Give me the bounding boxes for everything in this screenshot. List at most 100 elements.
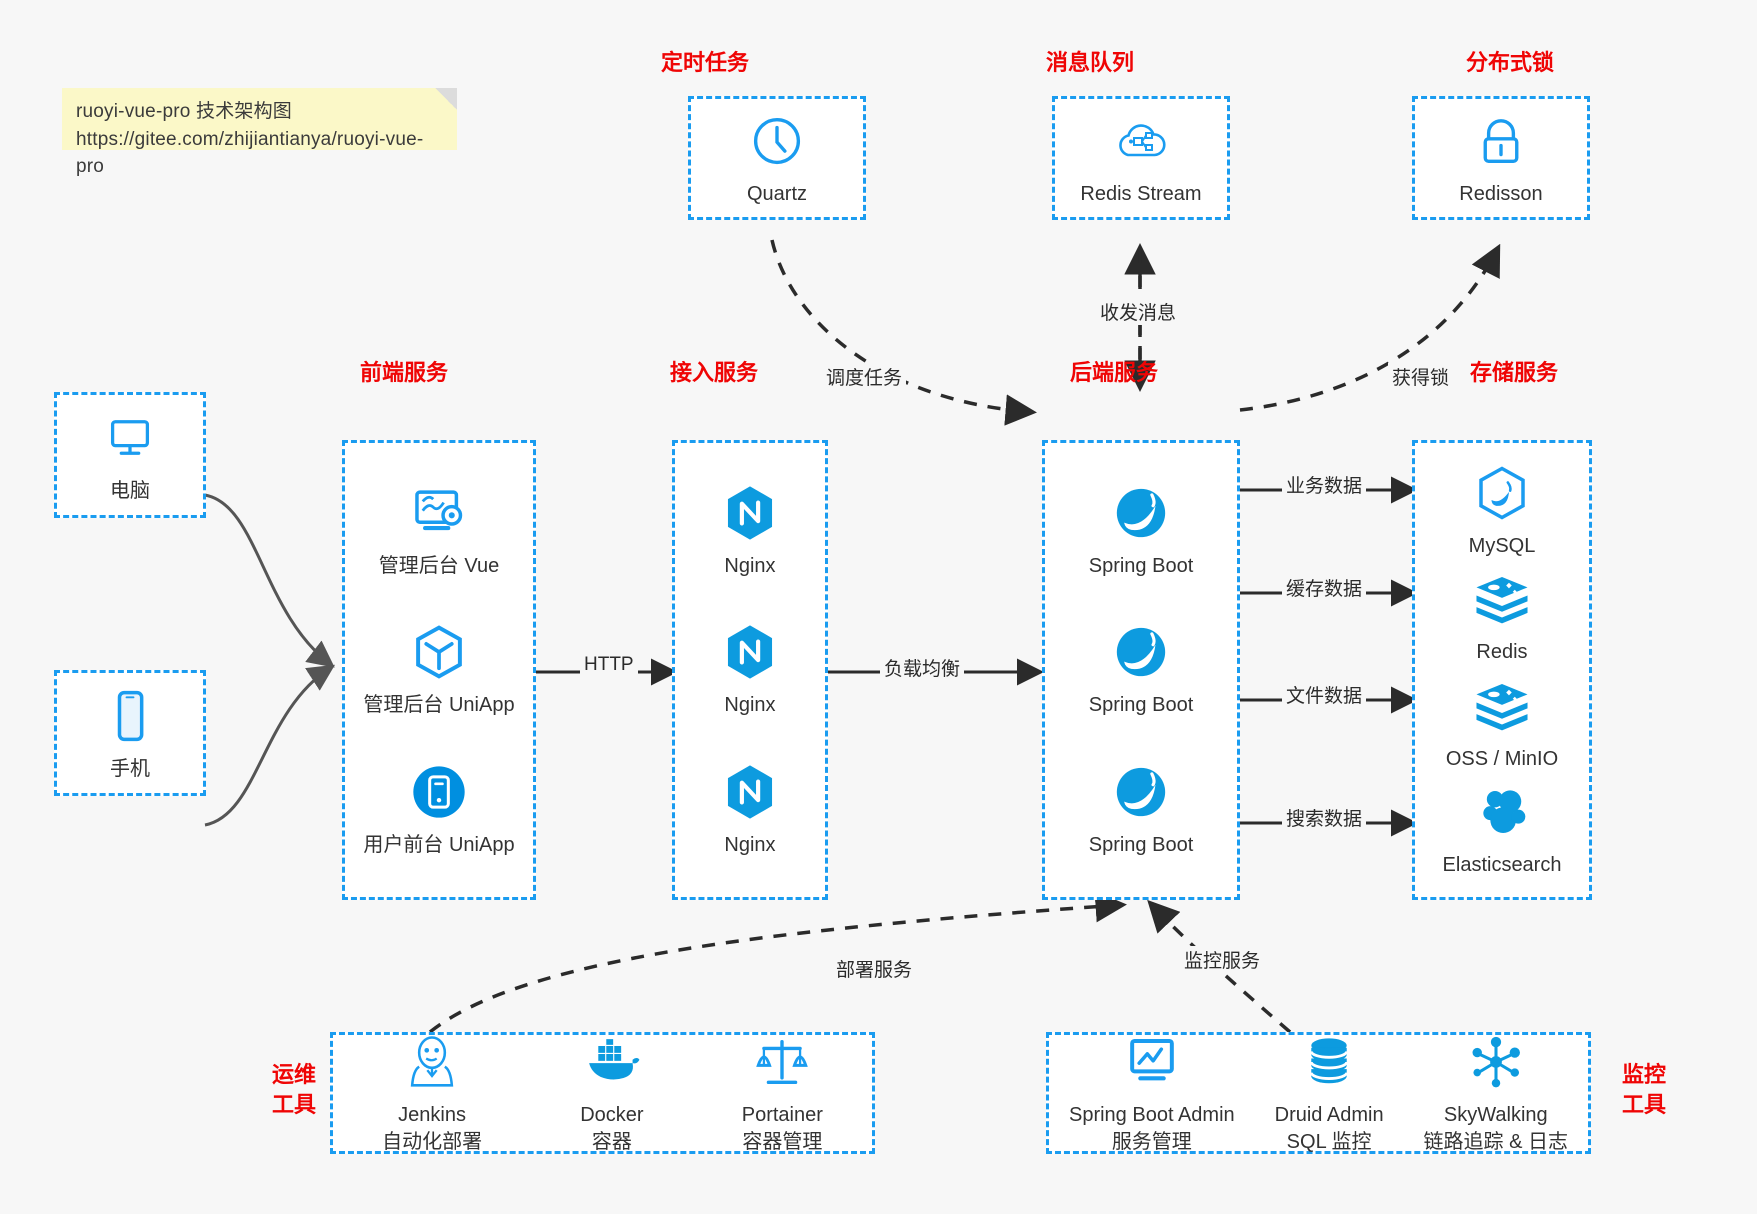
- node-label: Redisson: [1459, 182, 1543, 205]
- node-jenkins[interactable]: Jenkins 自动化部署: [382, 1030, 482, 1156]
- note-line-1: ruoyi-vue-pro 技术架构图: [76, 101, 293, 122]
- group-box-client-desktop: 电脑: [54, 392, 206, 518]
- node-druid-admin[interactable]: Druid Admin SQL 监控: [1275, 1030, 1384, 1156]
- group-title-gateway: 接入服务: [669, 360, 758, 385]
- node-label: Elasticsearch: [1442, 854, 1562, 877]
- node-sublabel: 服务管理: [1111, 1131, 1192, 1153]
- group-box-devops: Jenkins 自动化部署 Docker 容器: [330, 1032, 875, 1154]
- node-label: 电脑: [110, 479, 150, 502]
- node-nginx-2[interactable]: Nginx: [723, 620, 777, 719]
- group-box-frontend: 管理后台 Vue 管理后台 UniApp 用户前台 UniApp: [342, 440, 536, 900]
- node-spring-boot-1[interactable]: Spring Boot: [1088, 481, 1194, 580]
- node-label: 手机: [110, 757, 150, 780]
- node-redis[interactable]: Redis: [1473, 567, 1531, 666]
- node-label: Spring Boot: [1088, 555, 1194, 578]
- database-cylinder-icon: [1303, 1030, 1355, 1094]
- node-label: OSS / MinIO: [1445, 747, 1559, 770]
- node-sublabel: 容器管理: [742, 1131, 823, 1153]
- nginx-icon: [723, 760, 777, 824]
- edge-label-load-balance: 负载均衡: [880, 654, 965, 681]
- edge-label-deploy-service: 部署服务: [832, 955, 917, 982]
- node-label: Spring Boot Admin: [1068, 1104, 1235, 1126]
- group-title-monitoring-line2: 工具: [1621, 1091, 1666, 1117]
- node-label: 管理后台 Vue: [378, 555, 500, 578]
- group-title-devops-line1: 运维: [271, 1062, 316, 1087]
- node-spring-boot-2[interactable]: Spring Boot: [1088, 620, 1194, 719]
- spring-leaf-icon: [1112, 481, 1170, 545]
- node-label: SkyWalking: [1443, 1104, 1548, 1126]
- edge-label-acquire-lock: 获得锁: [1388, 363, 1454, 390]
- group-box-gateway: Nginx Nginx Nginx: [672, 440, 828, 900]
- node-admin-uniapp[interactable]: 管理后台 UniApp: [363, 620, 515, 719]
- edge-label-http: HTTP: [580, 654, 638, 676]
- jenkins-butler-icon: [406, 1030, 458, 1094]
- node-label: Docker: [580, 1104, 644, 1126]
- node-admin-vue[interactable]: 管理后台 Vue: [379, 481, 499, 580]
- hexagon-cube-icon: [411, 620, 467, 684]
- group-title-distributed-lock: 分布式锁: [1465, 50, 1554, 75]
- node-label: Spring Boot: [1088, 833, 1194, 856]
- node-label: MySQL: [1468, 534, 1536, 557]
- edge-label-file-data: 文件数据: [1282, 681, 1367, 708]
- node-oss-minio[interactable]: OSS / MinIO: [1446, 674, 1558, 773]
- group-box-scheduled-task: Quartz: [688, 96, 866, 220]
- group-title-monitoring-line1: 监控: [1621, 1062, 1666, 1087]
- skywalking-node-icon: [1469, 1030, 1523, 1094]
- group-box-monitoring: Spring Boot Admin 服务管理: [1046, 1032, 1591, 1154]
- node-spring-boot-3[interactable]: Spring Boot: [1088, 760, 1194, 859]
- node-redis-stream[interactable]: Redis Stream: [1080, 109, 1202, 208]
- mobile-phone-icon: [111, 684, 149, 748]
- padlock-icon: [1476, 109, 1526, 173]
- monitor-chart-icon: [1124, 1030, 1180, 1094]
- edge-label-search-data: 搜索数据: [1282, 804, 1367, 831]
- node-nginx-3[interactable]: Nginx: [723, 760, 777, 859]
- node-label: Spring Boot: [1088, 694, 1194, 717]
- node-nginx-1[interactable]: Nginx: [723, 481, 777, 580]
- node-docker[interactable]: Docker 容器: [580, 1030, 644, 1156]
- edge-label-schedule-task: 调度任务: [822, 363, 907, 390]
- node-mobile[interactable]: 手机: [110, 684, 150, 783]
- nginx-icon: [723, 481, 777, 545]
- group-box-message-queue: Redis Stream: [1052, 96, 1230, 220]
- node-elasticsearch[interactable]: Elasticsearch: [1442, 780, 1562, 879]
- group-box-backend: Spring Boot Spring Boot Spring Boot: [1042, 440, 1240, 900]
- group-title-backend: 后端服务: [1069, 360, 1158, 385]
- group-title-message-queue: 消息队列: [1045, 50, 1134, 75]
- node-portainer[interactable]: Portainer 容器管理: [742, 1030, 823, 1156]
- node-label: Nginx: [724, 694, 776, 717]
- node-label: Quartz: [746, 182, 808, 205]
- clock-icon: [750, 109, 804, 173]
- edge-label-cache-data: 缓存数据: [1282, 574, 1367, 601]
- node-desktop[interactable]: 电脑: [103, 406, 157, 505]
- node-label: Nginx: [724, 555, 776, 578]
- phone-circle-icon: [411, 760, 467, 824]
- cloud-network-icon: [1113, 109, 1169, 173]
- node-redisson[interactable]: Redisson: [1459, 109, 1543, 208]
- docker-whale-icon: [583, 1030, 641, 1094]
- group-box-distributed-lock: Redisson: [1412, 96, 1590, 220]
- group-box-storage: MySQL Redis: [1412, 440, 1592, 900]
- node-label: Nginx: [724, 833, 776, 856]
- note-line-2: https://gitee.com/zhijiantianya/ruoyi-vu…: [76, 128, 424, 178]
- mysql-dolphin-icon: [1475, 461, 1529, 525]
- node-mysql[interactable]: MySQL: [1468, 461, 1536, 560]
- spring-leaf-icon: [1112, 760, 1170, 824]
- node-label: Portainer: [741, 1104, 823, 1126]
- node-sublabel: 容器: [591, 1131, 632, 1153]
- node-label: Redis Stream: [1080, 182, 1202, 205]
- node-skywalking[interactable]: SkyWalking 链路追踪 & 日志: [1424, 1030, 1568, 1156]
- node-user-uniapp[interactable]: 用户前台 UniApp: [363, 760, 515, 859]
- node-label: Jenkins: [398, 1104, 466, 1126]
- node-sublabel: SQL 监控: [1286, 1131, 1372, 1153]
- nginx-icon: [723, 620, 777, 684]
- node-sublabel: 链路追踪 & 日志: [1423, 1131, 1568, 1153]
- node-label: 用户前台 UniApp: [363, 833, 515, 856]
- node-spring-boot-admin[interactable]: Spring Boot Admin 服务管理: [1069, 1030, 1235, 1156]
- group-title-devops: 运维 工具: [258, 1060, 330, 1119]
- note-fold-corner: [435, 88, 457, 110]
- node-quartz[interactable]: Quartz: [747, 109, 807, 208]
- node-label: Redis: [1476, 641, 1528, 664]
- desktop-monitor-icon: [103, 406, 157, 470]
- group-title-devops-line2: 工具: [271, 1091, 316, 1117]
- edge-label-monitor-service: 监控服务: [1180, 946, 1265, 973]
